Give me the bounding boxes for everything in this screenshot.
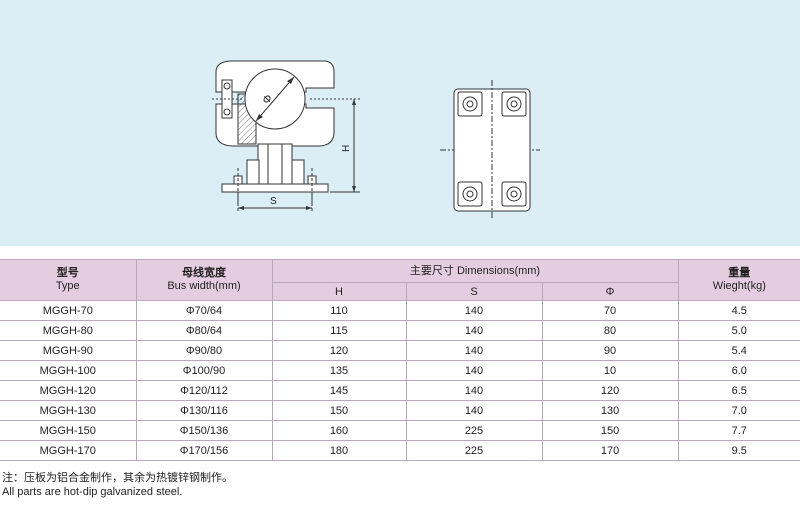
cell-phi: 150 xyxy=(541,420,679,441)
technical-drawing-panel: Φ H S xyxy=(0,0,800,246)
cell-type: MGGH-120 xyxy=(0,380,137,401)
cell-weight: 7.0 xyxy=(677,400,800,421)
cell-s: 225 xyxy=(405,440,543,461)
cell-h: 160 xyxy=(271,420,407,441)
cell-phi: 120 xyxy=(541,380,679,401)
label-s: S xyxy=(270,196,277,207)
cell-bus: Φ70/64 xyxy=(135,300,273,321)
cell-s: 140 xyxy=(405,380,543,401)
cell-bus: Φ80/64 xyxy=(135,320,273,341)
cell-weight: 6.5 xyxy=(677,380,800,401)
top-view xyxy=(440,80,540,220)
bolt-bl xyxy=(457,181,483,207)
cell-type: MGGH-90 xyxy=(0,340,137,361)
cell-s: 140 xyxy=(405,320,543,341)
cell-type: MGGH-150 xyxy=(0,420,137,441)
cell-h: 135 xyxy=(271,360,407,381)
cell-h: 110 xyxy=(271,300,407,321)
cell-phi: 70 xyxy=(541,300,679,321)
cell-phi: 10 xyxy=(541,360,679,381)
header-phi: Φ xyxy=(541,282,679,301)
cell-type: MGGH-70 xyxy=(0,300,137,321)
cell-weight: 7.7 xyxy=(677,420,800,441)
cell-bus: Φ90/80 xyxy=(135,340,273,361)
bolt-br xyxy=(501,181,527,207)
cell-bus: Φ100/90 xyxy=(135,360,273,381)
cell-weight: 4.5 xyxy=(677,300,800,321)
cell-phi: 80 xyxy=(541,320,679,341)
cell-type: MGGH-130 xyxy=(0,400,137,421)
cell-bus: Φ130/116 xyxy=(135,400,273,421)
header-h: H xyxy=(272,282,407,301)
header-s: S xyxy=(405,282,543,301)
header-dimensions: 主要尺寸 Dimensions(mm) xyxy=(271,259,679,283)
label-h: H xyxy=(341,145,352,152)
cell-bus: Φ120/112 xyxy=(135,380,273,401)
cell-h: 115 xyxy=(271,320,407,341)
cell-s: 140 xyxy=(405,400,543,421)
cell-h: 180 xyxy=(271,440,407,461)
cell-weight: 5.4 xyxy=(677,340,800,361)
cell-h: 120 xyxy=(271,340,407,361)
bolt-tr xyxy=(501,91,527,117)
cell-weight: 9.5 xyxy=(677,440,800,461)
front-view xyxy=(212,60,360,212)
cell-s: 140 xyxy=(405,300,543,321)
bolt-tl xyxy=(457,91,483,117)
header-row-2: H S Φ xyxy=(0,282,800,301)
cell-bus: Φ170/156 xyxy=(135,440,273,461)
cell-h: 150 xyxy=(271,400,407,421)
cell-type: MGGH-80 xyxy=(0,320,137,341)
cell-h: 145 xyxy=(271,380,407,401)
cell-phi: 170 xyxy=(541,440,679,461)
note-english: All parts are hot-dip galvanized steel. xyxy=(2,486,183,498)
technical-drawing: Φ H S xyxy=(212,60,540,220)
cell-weight: 5.0 xyxy=(677,320,800,341)
cell-bus: Φ150/136 xyxy=(135,420,273,441)
cell-s: 225 xyxy=(405,420,543,441)
cell-phi: 130 xyxy=(541,400,679,421)
cell-type: MGGH-170 xyxy=(0,440,137,461)
cell-phi: 90 xyxy=(541,340,679,361)
cell-weight: 6.0 xyxy=(677,360,800,381)
cell-s: 140 xyxy=(405,340,543,361)
cell-type: MGGH-100 xyxy=(0,360,137,381)
note-chinese: 注：压板为铝合金制作，其余为热镀锌钢制作。 xyxy=(2,472,233,484)
cell-s: 140 xyxy=(405,360,543,381)
